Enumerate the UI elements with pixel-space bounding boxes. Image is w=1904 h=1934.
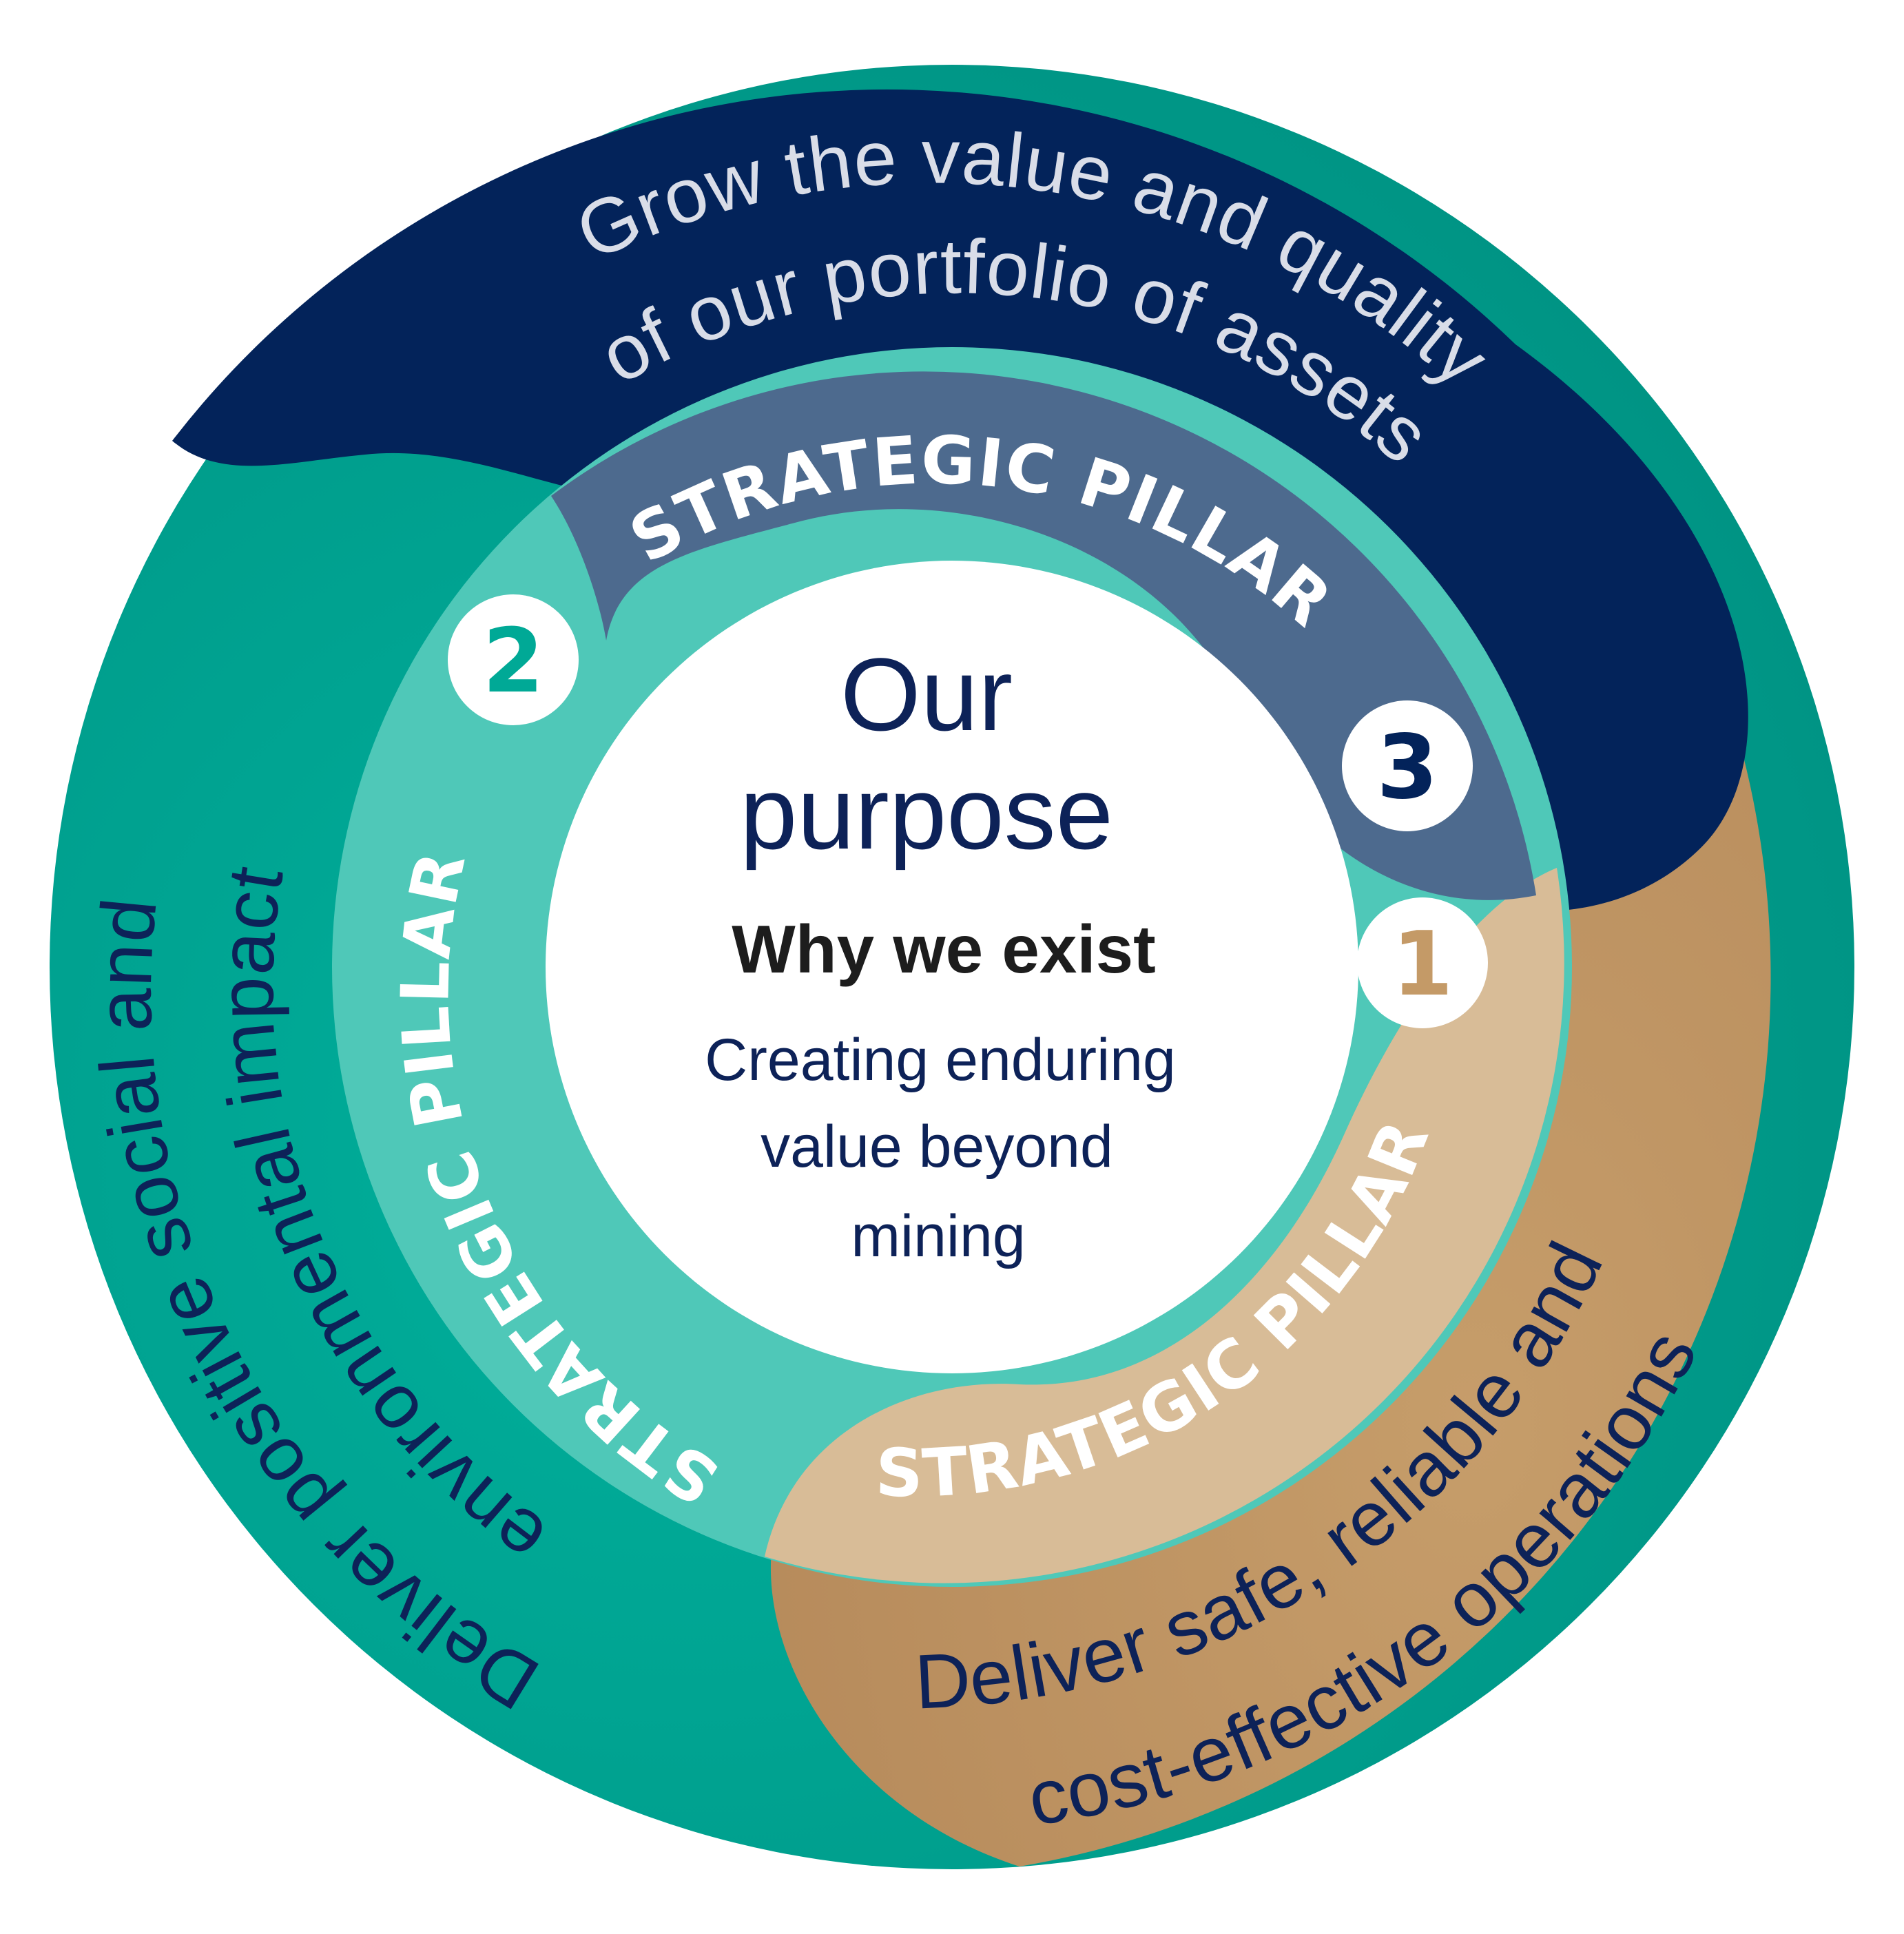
purpose-subtitle: Why we exist: [732, 911, 1155, 987]
purpose-center-disc: [546, 561, 1358, 1373]
purpose-body-line3: mining: [851, 1203, 1025, 1269]
pillar-2-number-badge: 2: [448, 594, 579, 725]
purpose-title-line2: purpose: [740, 755, 1113, 871]
pillar-3-number: 3: [1376, 716, 1438, 819]
purpose-body-line2: value beyond: [760, 1114, 1113, 1180]
pillar-ring-1: [765, 868, 1564, 1583]
purpose-body-line1: Creating enduring: [705, 1027, 1176, 1093]
pillar-1-number: 1: [1391, 913, 1453, 1016]
purpose-title-line1: Our: [840, 636, 1013, 752]
pillar-1-number-badge: 1: [1357, 897, 1488, 1028]
pillar-3-number-badge: 3: [1342, 700, 1473, 831]
pillar-2-number: 2: [482, 610, 544, 713]
